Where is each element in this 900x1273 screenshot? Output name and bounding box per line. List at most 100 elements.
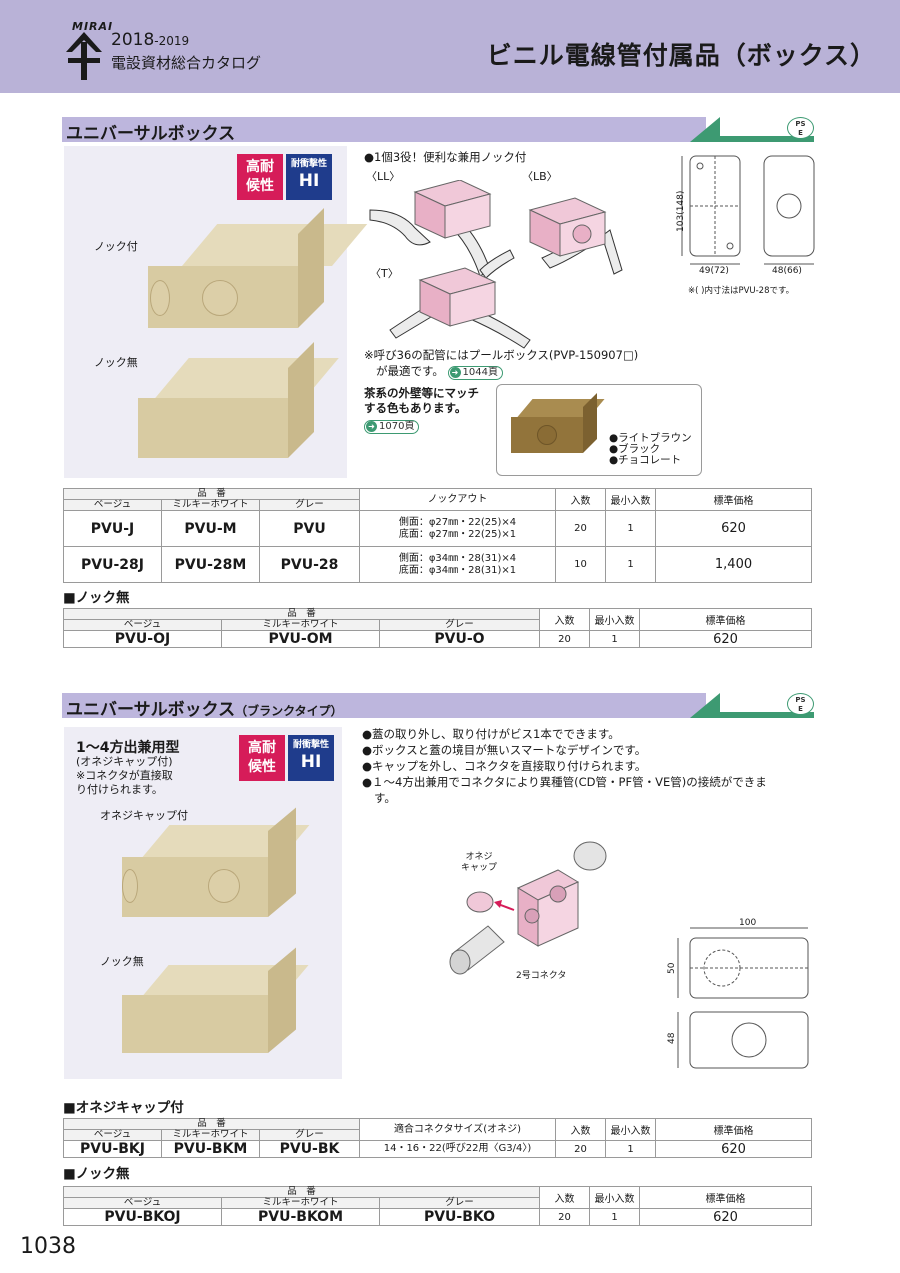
feature-item: ●キャップを外し、コネクタを直接取り付けられます。 [362, 759, 647, 773]
th-hinban: 品 番 [63, 1186, 540, 1198]
color-variants-box: ●ライトブラウン ●ブラック ●チョコレート [496, 384, 702, 476]
cell-min: 1 [605, 510, 656, 547]
cell-qty: 20 [539, 630, 590, 648]
label-noknock: ノック無 [94, 356, 138, 369]
cell-qty: 20 [539, 1208, 590, 1226]
catalog-name: 電設資材総合カタログ [111, 54, 262, 72]
th-qty: 入数 [539, 608, 590, 631]
feature-item: ●ボックスと蓋の境目が無いスマートなデザインです。 [362, 743, 647, 757]
cell-gray: PVU-O [379, 630, 540, 648]
cell-milky: PVU-M [161, 510, 260, 547]
blank-dimension-drawing [677, 927, 809, 1069]
cell-beige: PVU-28J [63, 546, 162, 583]
th-price: 標準価格 [639, 608, 812, 631]
cell-price: 620 [639, 630, 812, 648]
th-gray: グレー [259, 1129, 360, 1141]
cell-beige: PVU-BKOJ [63, 1208, 222, 1226]
th-minqty: 最小入数 [589, 608, 640, 631]
type-label: 1〜4方出兼用型 [76, 740, 180, 756]
feature-item: ●蓋の取り外し、取り付けがビス1本でできます。 [362, 727, 620, 741]
feature-item: す。 [374, 791, 396, 805]
connector-diagram [449, 841, 607, 975]
color-black: ●ブラック [609, 443, 661, 455]
feature-item: ●１〜4方出兼用でコネクタにより異種管(CD管・PF管・VE管)の接続ができま [362, 775, 767, 789]
cell-price: 620 [655, 510, 812, 547]
th-beige: ベージュ [63, 1129, 162, 1141]
dim-depth: 48(66) [772, 266, 802, 276]
cell-beige: PVU-OJ [63, 630, 222, 648]
section2-sub-noknock: ■ノック無 [63, 1166, 130, 1182]
weather-resistant-badge: 高耐候性 [237, 154, 283, 200]
section2-cap-table: 品 番適合コネクタサイズ(オネジ)入数最小入数標準価格 ベージュミルキーホワイト… [63, 1118, 812, 1158]
knock-usage-diagram [369, 180, 623, 349]
th-milky: ミルキーホワイト [161, 1129, 260, 1141]
th-minqty: 最小入数 [589, 1186, 640, 1209]
cell-milky: PVU-OM [221, 630, 380, 648]
type-notes: (オネジキャップ付)※コネクタが直接取り付けられます。 [76, 755, 173, 796]
cell-qty: 20 [555, 1140, 606, 1158]
th-hinban: 品 番 [63, 488, 360, 500]
th-beige: ベージュ [63, 499, 162, 511]
cell-connector: 14・16・22(呼び22用〈G3/4〉) [359, 1140, 556, 1158]
label-knock: ノック付 [94, 240, 138, 253]
diagram-label-t: 〈T〉 [370, 267, 399, 280]
cell-price: 1,400 [655, 546, 812, 583]
dim-width: 49(72) [699, 266, 729, 276]
page-number: 1038 [20, 1234, 76, 1259]
dimension-drawing [681, 155, 815, 265]
th-gray: グレー [379, 1197, 540, 1209]
th-minqty: 最小入数 [605, 1118, 656, 1141]
cell-milky: PVU-28M [161, 546, 260, 583]
cell-min: 1 [589, 1208, 640, 1226]
th-milky: ミルキーホワイト [221, 619, 380, 631]
color-page-ref[interactable]: ➜1070頁 [364, 420, 420, 434]
dim-h: 50 [667, 962, 677, 974]
th-qty: 入数 [539, 1186, 590, 1209]
brand-mark-icon [66, 32, 102, 80]
page-title: ビニル電線管付属品（ボックス） [486, 41, 876, 70]
cell-milky: PVU-BKM [161, 1140, 260, 1158]
dim-height: 103(148) [676, 190, 686, 232]
th-hinban: 品 番 [63, 608, 540, 620]
dim-d: 48 [667, 1032, 677, 1044]
color-ref-row: ➜1070頁 [364, 418, 420, 434]
section2-features: ●蓋の取り外し、取り付けがビス1本でできます。 ●ボックスと蓋の境目が無いスマー… [362, 726, 767, 806]
cell-price: 620 [639, 1208, 812, 1226]
label-noknock: ノック無 [100, 955, 144, 968]
cell-price: 620 [655, 1140, 812, 1158]
th-gray: グレー [259, 499, 360, 511]
diagram-label-ll: 〈LL〉 [366, 170, 401, 183]
section1-sub-noknock: ■ノック無 [63, 590, 130, 606]
th-minqty: 最小入数 [605, 488, 656, 511]
catalog-year: 2018-2019 [111, 30, 190, 50]
cell-min: 1 [605, 1140, 656, 1158]
cell-qty: 20 [555, 510, 606, 547]
cell-min: 1 [605, 546, 656, 583]
th-connector: 適合コネクタサイズ(オネジ) [359, 1118, 556, 1141]
color-note-2: する色もあります。 [364, 401, 467, 415]
color-chocolate: ●チョコレート [609, 454, 682, 466]
label-cap: オネジキャップ付 [100, 809, 188, 822]
pool-page-ref[interactable]: ➜1044頁 [447, 366, 503, 380]
color-light-brown: ●ライトブラウン [609, 432, 692, 444]
section2-sub-cap: ■オネジキャップ付 [63, 1100, 184, 1116]
section2-product-photo: 1〜4方出兼用型 (オネジキャップ付)※コネクタが直接取り付けられます。 高耐候… [64, 727, 342, 1079]
cell-gray: PVU-BKO [379, 1208, 540, 1226]
section2-title: ユニバーサルボックス（ブランクタイプ） [66, 700, 343, 720]
th-hinban: 品 番 [63, 1118, 360, 1130]
th-price: 標準価格 [655, 1118, 812, 1141]
th-qty: 入数 [555, 488, 606, 511]
th-price: 標準価格 [639, 1186, 812, 1209]
cell-gray: PVU [259, 510, 360, 547]
